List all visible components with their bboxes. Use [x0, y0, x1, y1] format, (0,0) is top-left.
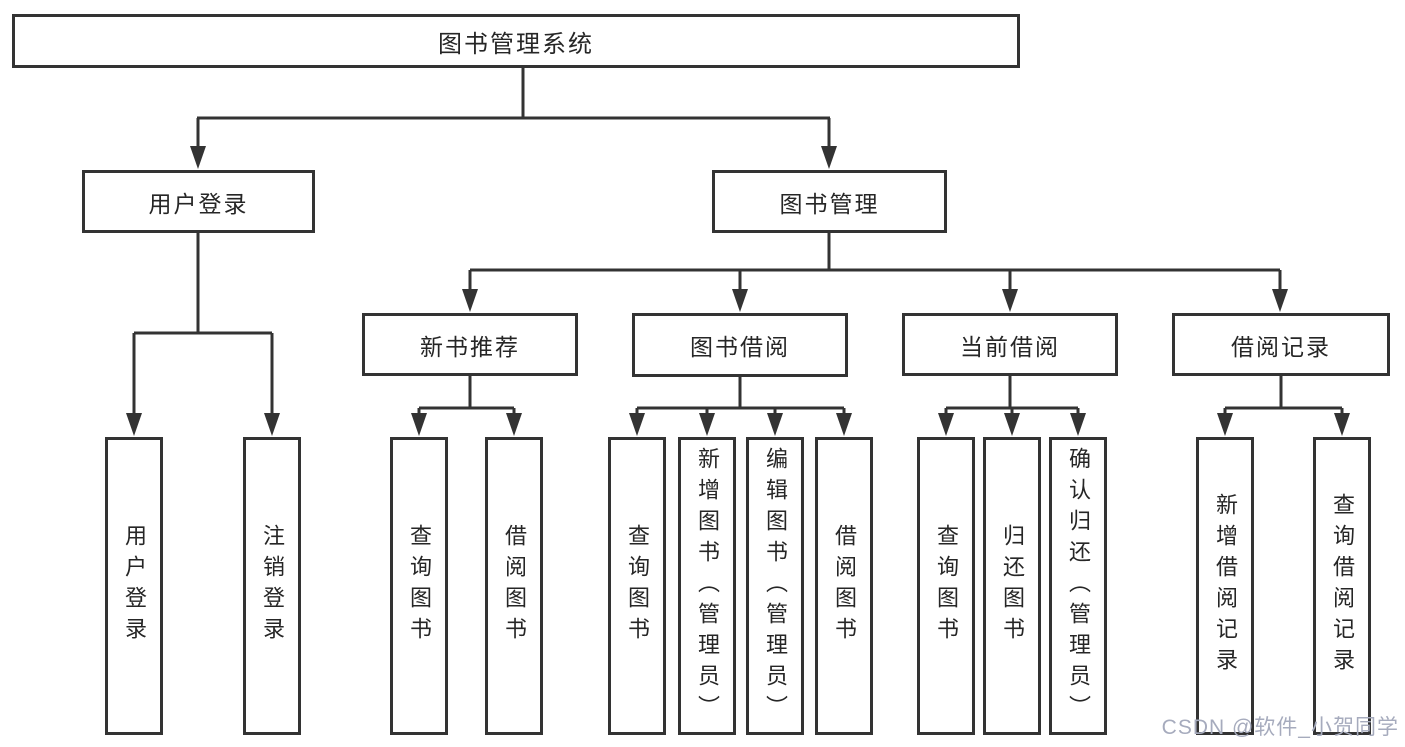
leaf-label: 查询图书	[407, 524, 432, 648]
node-library-management-system: 图书管理系统	[12, 14, 1020, 68]
node-new-book-recommend: 新书推荐	[362, 313, 578, 376]
leaf-label: 用户登录	[122, 524, 147, 648]
node-book-borrow: 图书借阅	[632, 313, 848, 377]
leaf-borrow-edit-book-admin: 编辑图书（管理员）	[746, 437, 804, 735]
leaf-label: 新增借阅记录	[1213, 493, 1238, 679]
node-book-management: 图书管理	[712, 170, 947, 233]
leaf-borrow-borrow-book: 借阅图书	[815, 437, 873, 735]
leaf-label: 确认归还（管理员）	[1066, 446, 1091, 726]
node-label: 当前借阅	[960, 333, 1060, 360]
node-current-borrow: 当前借阅	[902, 313, 1118, 376]
leaf-records-query-record: 查询借阅记录	[1313, 437, 1371, 735]
leaf-borrow-add-book-admin: 新增图书（管理员）	[678, 437, 736, 735]
leaf-label: 查询图书	[934, 524, 959, 648]
leaf-current-confirm-return-admin: 确认归还（管理员）	[1049, 437, 1107, 735]
node-label: 借阅记录	[1231, 333, 1331, 360]
leaf-current-return-book: 归还图书	[983, 437, 1041, 735]
node-label: 图书管理系统	[438, 30, 594, 58]
leaf-label: 注销登录	[260, 524, 285, 648]
node-label: 图书管理	[779, 190, 880, 217]
leaf-records-add-record: 新增借阅记录	[1196, 437, 1254, 735]
leaf-recommend-borrow-book: 借阅图书	[485, 437, 543, 735]
node-label: 用户登录	[148, 190, 249, 217]
leaf-label: 查询借阅记录	[1330, 493, 1355, 679]
node-borrow-records: 借阅记录	[1172, 313, 1390, 376]
leaf-label: 新增图书（管理员）	[695, 446, 720, 726]
leaf-logout: 注销登录	[243, 437, 301, 735]
leaf-label: 借阅图书	[832, 524, 857, 648]
leaf-current-query-book: 查询图书	[917, 437, 975, 735]
leaf-label: 编辑图书（管理员）	[763, 446, 788, 726]
node-user-login: 用户登录	[82, 170, 315, 233]
leaf-recommend-query-book: 查询图书	[390, 437, 448, 735]
leaf-label: 归还图书	[1000, 524, 1025, 648]
leaf-label: 借阅图书	[502, 524, 527, 648]
watermark-text: CSDN @软件_小贺同学	[1161, 716, 1399, 739]
leaf-label: 查询图书	[625, 524, 650, 648]
leaf-borrow-query-book: 查询图书	[608, 437, 666, 735]
leaf-user-login: 用户登录	[105, 437, 163, 735]
node-label: 新书推荐	[420, 333, 520, 360]
node-label: 图书借阅	[690, 334, 790, 360]
